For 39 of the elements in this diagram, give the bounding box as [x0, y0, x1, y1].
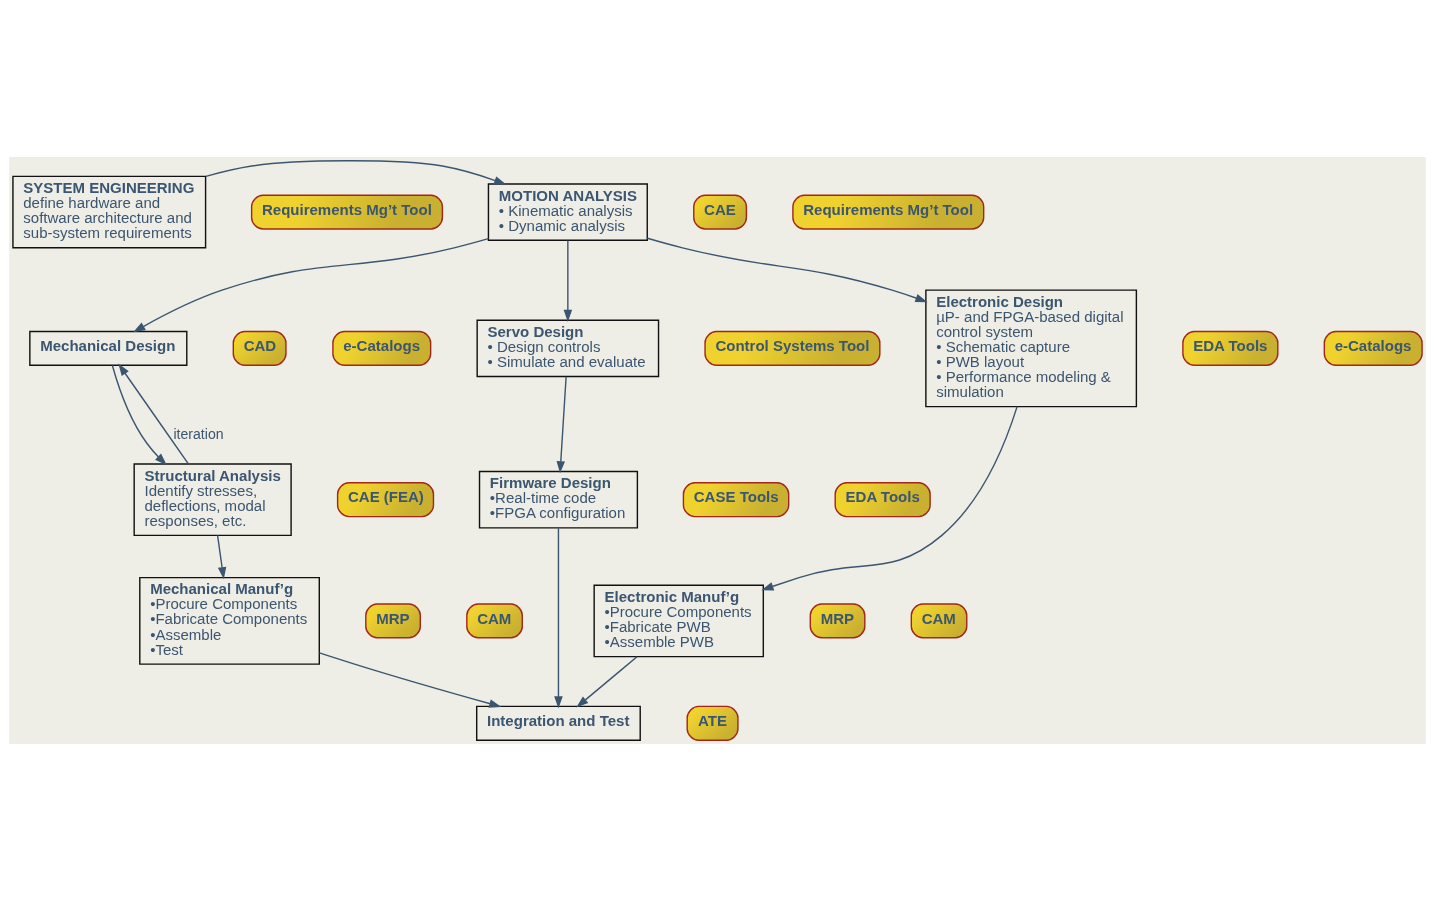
arrow	[118, 363, 189, 465]
node-box: CAD	[232, 330, 287, 366]
node-box: Electronic Manuf’g •Procure Components •Fabricate PWB •Assemble PWB	[593, 584, 764, 658]
node-box: MRP	[809, 603, 866, 639]
node-box: Mechanical Design	[29, 330, 188, 366]
arrow	[554, 527, 563, 709]
arrow	[133, 237, 490, 333]
arrow	[111, 364, 167, 466]
arrow	[556, 376, 567, 474]
node-box: ATE	[686, 705, 739, 741]
node-box: CASE Tools	[682, 482, 790, 518]
arrow	[563, 239, 573, 323]
node-box: EDA Tools	[834, 482, 931, 518]
node-box: CAM	[466, 603, 523, 639]
node-box: Requirements Mg’t Tool	[250, 194, 444, 230]
node-box: CAE	[693, 194, 748, 230]
arrow	[761, 405, 1018, 591]
node-box: EDA Tools	[1182, 330, 1279, 366]
node-box: SYSTEM ENGINEERING define hardware and software architecture and sub-system requirements	[12, 175, 207, 249]
node-box: CAM	[910, 603, 968, 639]
node-box: Requirements Mg’t Tool	[792, 194, 985, 230]
node-box: e-Catalogs	[1323, 330, 1423, 366]
arrow	[216, 534, 227, 580]
node-box: Structural Analysis Identify stresses, deflections, modal responses, etc.	[133, 463, 292, 537]
node-box: Integration and Test	[476, 705, 641, 741]
arrow	[205, 160, 507, 185]
node-box: CAE (FEA)	[336, 482, 435, 518]
node-box: MOTION ANALYSIS • Kinematic analysis • Dynamic analysis	[487, 183, 648, 241]
node-box: Servo Design • Design controls • Simulate and evaluate	[476, 319, 660, 378]
node-box: Electronic Design µP- and FPGA-based digital control system • Schematic capture • PWB layout • Performance modeling & simulation	[925, 289, 1138, 408]
arrow	[646, 237, 928, 303]
node-box: Firmware Design •Real-time code •FPGA configuration	[478, 470, 639, 529]
edge-label: iteration	[173, 425, 224, 442]
arrow	[318, 652, 502, 708]
node-box: Control Systems Tool	[704, 330, 881, 366]
arrow	[576, 656, 638, 708]
node-box: Mechanical Manuf’g •Procure Components •Fabricate Components •Assemble •Test	[139, 576, 320, 665]
node-box: e-Catalogs	[332, 330, 432, 366]
node-box: MRP	[365, 603, 421, 639]
